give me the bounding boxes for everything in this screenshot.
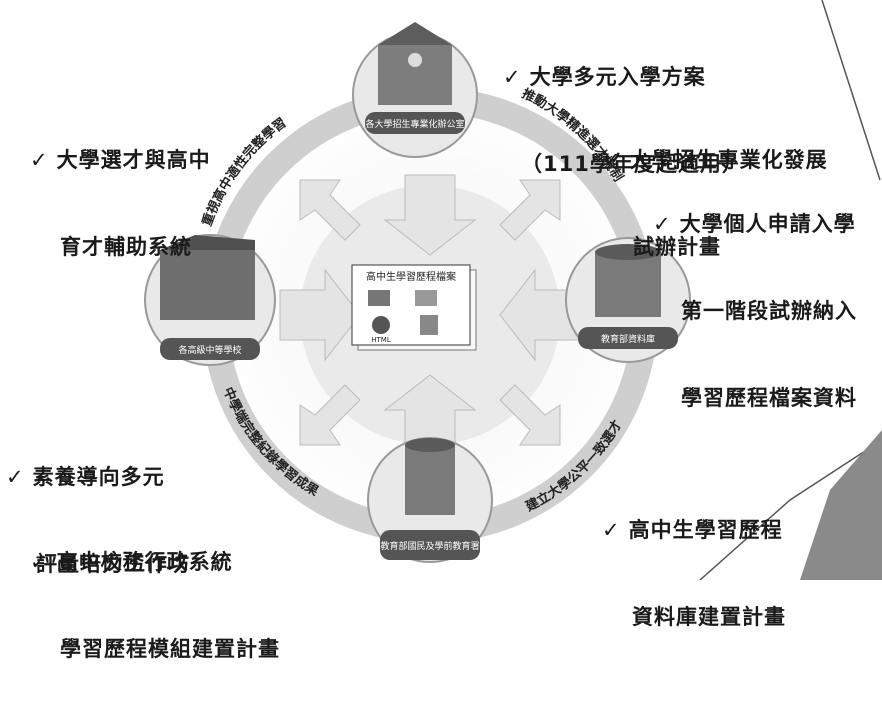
note-text: 大學個人申請入學 — [679, 212, 856, 236]
decor-corner-shape — [800, 430, 882, 580]
diagram-svg: 重視高中適性完整學習 推動大學精進選才機制 中學端完整紀錄學習成果 建立大學公平… — [144, 0, 882, 581]
center-title: 高中生學習歷程檔案 — [366, 270, 456, 283]
note-text: 高中生學習歷程 — [628, 518, 783, 542]
arrow-diag-tr — [499, 179, 561, 241]
center-card: 高中生學習歷程檔案 HTML — [351, 264, 477, 351]
arrow-top — [383, 174, 477, 256]
note-top-right-1-line2: 試辦計畫 — [633, 235, 721, 259]
note-text: 大學選才與高中 — [56, 148, 211, 172]
note-bottom-right: ✓ 高中生學習歷程 資料庫建置計畫 — [602, 458, 786, 690]
node-left: 各高級中等學校 — [144, 234, 276, 366]
note-bottom-left-2-line2: 學習歷程模組建置計畫 — [60, 637, 280, 661]
decor-line-top — [821, 0, 881, 181]
note-top-left: ✓ 大學選才與高中 育才輔助系統 — [30, 88, 211, 320]
check-icon: ✓ — [653, 212, 672, 236]
node-bottom-label: 教育部國民及學前教育署 — [380, 540, 479, 552]
note-bottom-left-1-line1: ✓ 素養導向多元 — [6, 463, 190, 492]
note-top-right-2-line3: 學習歷程檔案資料 — [681, 386, 857, 410]
note-top-left-line1: ✓ 大學選才與高中 — [30, 146, 211, 175]
check-icon: ✓ — [603, 148, 622, 172]
node-right-label: 教育部資料庫 — [601, 333, 655, 345]
tower-building-icon — [405, 445, 455, 515]
check-icon: ✓ — [6, 465, 25, 489]
note-top-center: ✓ 大學多元入學方案 （111學年度起適用） — [503, 5, 744, 237]
note-top-right-2: ✓ 大學個人申請入學 第一階段試辦納入 學習歷程檔案資料 — [653, 152, 857, 471]
note-bottom-left-2: ✓ 高中校務行政系統 學習歷程模組建置計畫 — [30, 490, 280, 722]
note-bottom-left-1: ✓ 素養導向多元 評量培力工作坊 — [6, 405, 190, 637]
note-text: 大學招生專業化發展 — [629, 148, 828, 172]
check-icon: ✓ — [503, 65, 522, 89]
office-roof — [595, 244, 661, 260]
html-globe-icon — [372, 316, 390, 334]
note-top-left-line2: 育才輔助系統 — [60, 235, 192, 259]
note-top-center-line1: ✓ 大學多元入學方案 — [503, 63, 744, 92]
note-top-right-2-line2: 第一階段試辦納入 — [681, 299, 857, 323]
note-bottom-left-1-line2: 評量培力工作坊 — [36, 552, 190, 576]
school-roof — [160, 235, 255, 250]
arrow-diag-tl — [299, 179, 361, 241]
diagram-stage: 重視高中適性完整學習 推動大學精進選才機制 中學端完整紀錄學習成果 建立大學公平… — [6, 0, 882, 661]
node-left-label: 各高級中等學校 — [178, 344, 241, 356]
image-icon — [415, 290, 437, 306]
note-bottom-right-line1: ✓ 高中生學習歷程 — [602, 516, 786, 545]
node-top: 各大學招生專業化辦公室 — [352, 22, 478, 158]
tower-roof — [405, 438, 455, 452]
node-top-label-bg — [365, 112, 465, 134]
note-text: 大學多元入學方案 — [529, 65, 706, 89]
note-bottom-left-2-line1: ✓ 高中校務行政系統 — [30, 548, 280, 577]
building-roof — [378, 22, 452, 45]
note-top-center-line2: （111學年度起適用） — [521, 152, 744, 176]
clock-icon — [408, 53, 422, 67]
pdf-icon — [420, 315, 438, 335]
node-top-label: 各大學招生專業化辦公室 — [365, 118, 464, 130]
arrow-diag-bl — [299, 384, 361, 446]
note-text: 素養導向多元 — [32, 465, 165, 489]
node-left-label-bg — [160, 338, 260, 360]
arrow-right — [499, 268, 581, 362]
check-icon: ✓ — [30, 550, 49, 574]
check-icon: ✓ — [30, 148, 49, 172]
document-icon — [368, 290, 390, 306]
node-bottom: 教育部國民及學前教育署 — [367, 437, 493, 563]
note-top-right-1-line1: ✓ 大學招生專業化發展 — [603, 146, 828, 175]
office-building-icon — [595, 252, 661, 317]
arrow-left — [279, 268, 361, 362]
html-label: HTML — [371, 336, 391, 344]
node-right: 教育部資料庫 — [565, 237, 691, 363]
decor-line-bottom — [699, 439, 882, 581]
check-icon: ✓ — [602, 518, 621, 542]
arrow-diag-br — [499, 384, 561, 446]
note-top-right-1: ✓ 大學招生專業化發展 試辦計畫 — [603, 88, 828, 320]
node-right-label-bg — [578, 327, 678, 349]
node-bottom-label-bg — [380, 530, 480, 560]
note-top-right-2-line1: ✓ 大學個人申請入學 — [653, 210, 857, 239]
school-building-icon — [160, 250, 255, 320]
note-text: 高中校務行政系統 — [56, 550, 233, 574]
note-bottom-right-line2: 資料庫建置計畫 — [632, 605, 786, 629]
